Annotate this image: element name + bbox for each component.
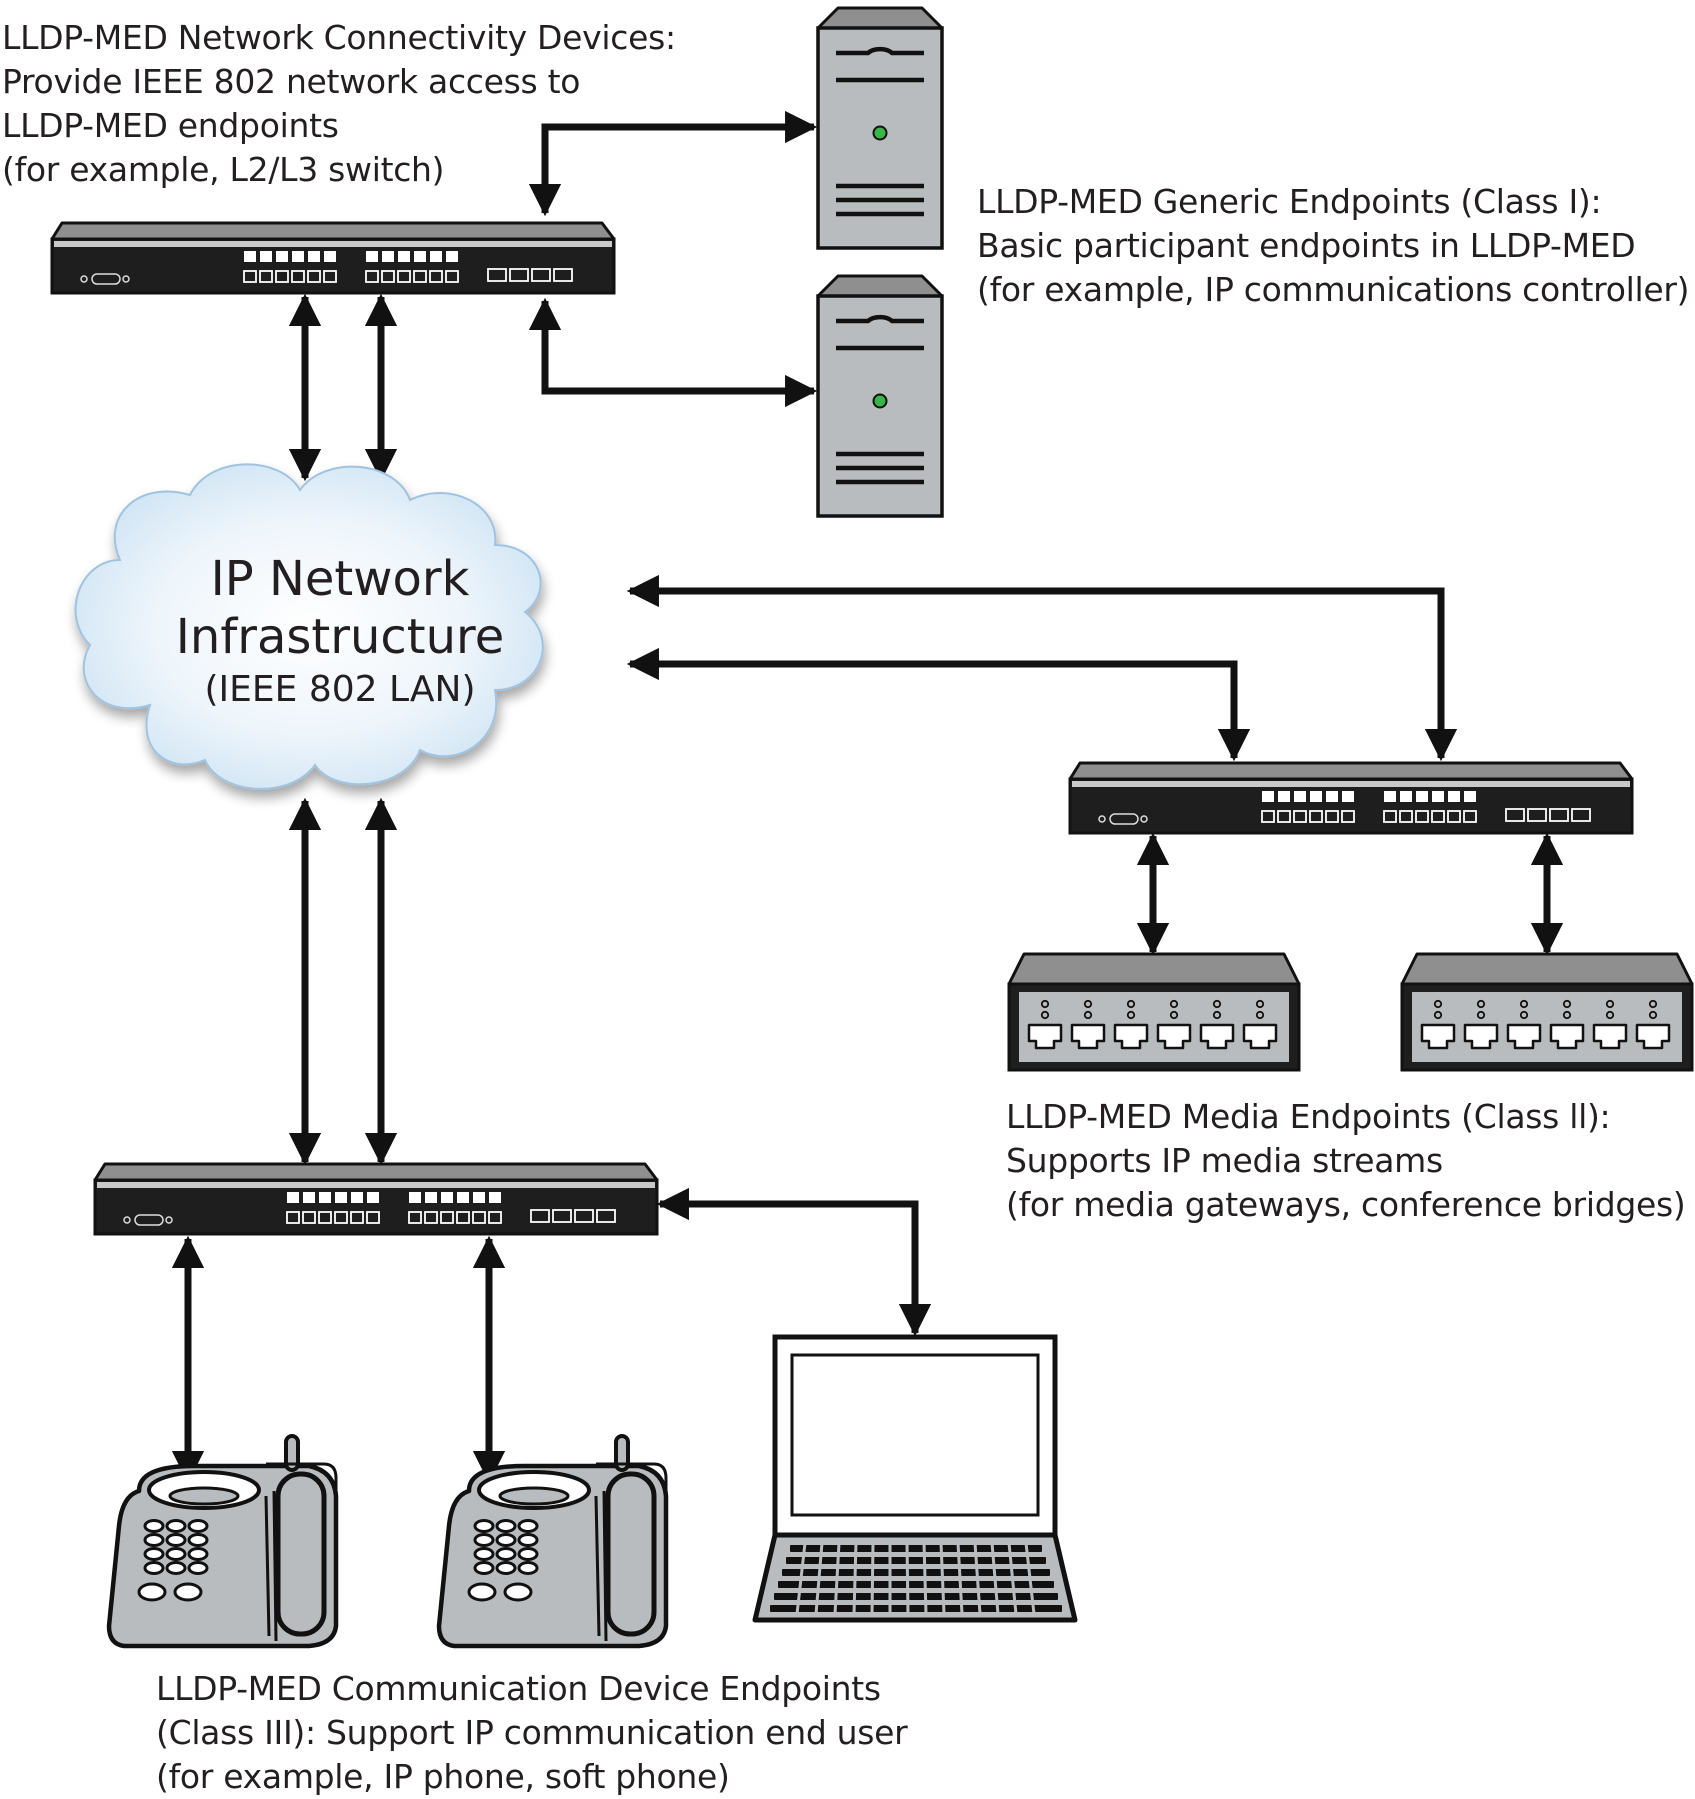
top-switch-icon	[50, 221, 616, 295]
media-gateway-1-icon	[1007, 952, 1301, 1072]
arrow-cloud-to-media-switch-inner	[626, 647, 1251, 762]
ip-phone-1-icon	[109, 1436, 336, 1646]
ip-phone-2-icon	[439, 1436, 666, 1646]
caption-line: (for example, L2/L3 switch)	[2, 150, 445, 189]
caption-line: Supports IP media streams	[1006, 1141, 1443, 1180]
server-tower-2-icon	[818, 276, 942, 516]
laptop-icon	[752, 1334, 1078, 1623]
arrow-bottom-switch-to-laptop	[656, 1187, 932, 1337]
caption-line: LLDP-MED Media Endpoints (Class ll):	[1006, 1097, 1611, 1136]
media-switch-icon	[1068, 761, 1634, 835]
caption-communication-endpoints: LLDP-MED Communication Device Endpoints …	[156, 1667, 908, 1799]
arrow-switch-to-server2	[528, 297, 818, 408]
caption-line: (for media gateways, conference bridges)	[1006, 1185, 1686, 1224]
cloud-label-line2: Infrastructure	[175, 609, 505, 665]
cloud-label-line3: (IEEE 802 LAN)	[204, 669, 476, 710]
caption-media-endpoints: LLDP-MED Media Endpoints (Class ll): Sup…	[1006, 1095, 1686, 1227]
arrow-switch-to-server1	[528, 110, 818, 217]
caption-line: Provide IEEE 802 network access to	[2, 62, 581, 101]
server-tower-1-icon	[818, 8, 942, 248]
caption-generic-endpoints: LLDP-MED Generic Endpoints (Class I): Ba…	[977, 180, 1689, 312]
cloud-icon	[74, 463, 544, 790]
caption-line: LLDP-MED Network Connectivity Devices:	[2, 18, 676, 57]
cloud-label-line1: IP Network	[210, 551, 470, 607]
connector-arrows	[171, 110, 1564, 1484]
caption-line: Basic participant endpoints in LLDP-MED	[977, 226, 1636, 265]
caption-connectivity-devices: LLDP-MED Network Connectivity Devices: P…	[2, 16, 676, 192]
caption-line: LLDP-MED endpoints	[2, 106, 339, 145]
caption-line: (for example, IP phone, soft phone)	[156, 1757, 730, 1796]
caption-line: LLDP-MED Communication Device Endpoints	[156, 1669, 881, 1708]
arrow-cloud-to-media-switch-outer	[626, 574, 1458, 762]
caption-line: LLDP-MED Generic Endpoints (Class I):	[977, 182, 1602, 221]
bottom-switch-icon	[93, 1162, 659, 1236]
cloud-label: IP Network Infrastructure (IEEE 802 LAN)	[100, 550, 580, 714]
media-gateway-2-icon	[1400, 952, 1694, 1072]
caption-line: (Class III): Support IP communication en…	[156, 1713, 908, 1752]
caption-line: (for example, IP communications controll…	[977, 270, 1690, 309]
